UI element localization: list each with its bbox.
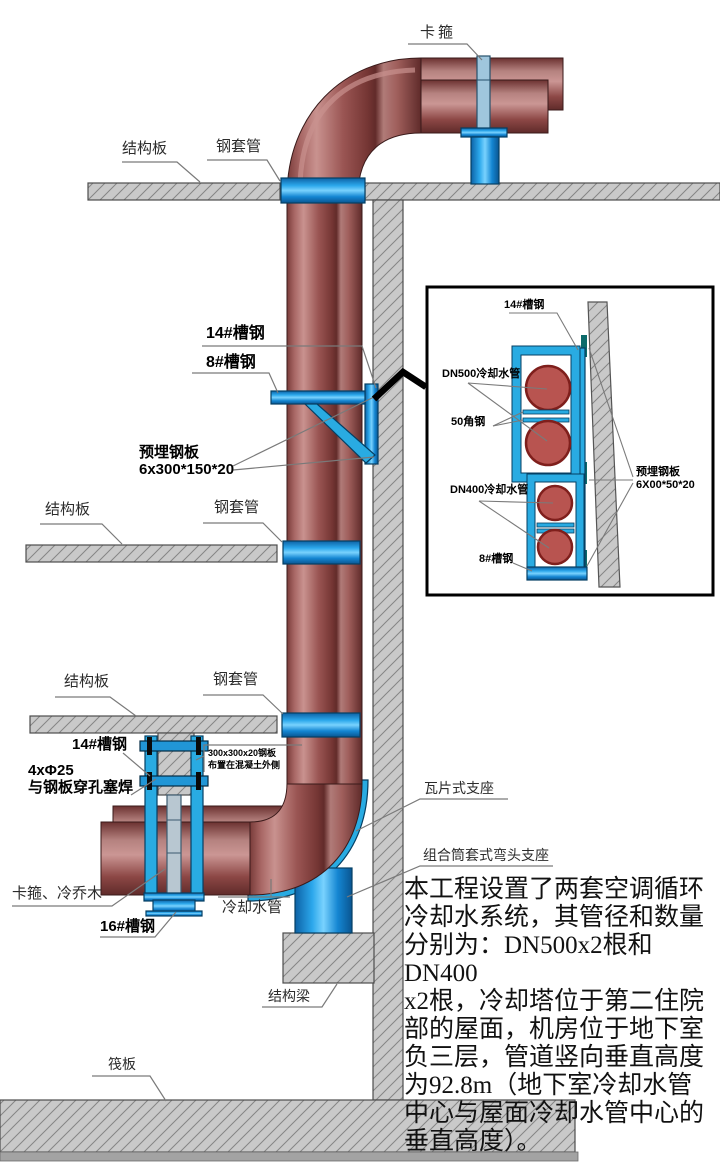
detail-dn500-pipe [524,419,572,467]
label-tile-support: 瓦片式支座 [424,780,494,796]
note-line: 为92.8m（地下室冷却水管 [404,1072,693,1099]
label-sleeve-third: 钢套管 [213,671,259,688]
clamp-bolt [196,737,201,755]
mid-slab [25,544,278,563]
vertical-pipe [286,195,363,785]
label-cooling-pipe: 冷却水管 [222,899,283,916]
raft-slab [0,1099,576,1153]
roof-clamp-pedestal [470,136,500,185]
detail-wall [587,301,621,588]
hanger-channel-left [144,735,158,897]
steel-sleeve-third [281,712,361,738]
label-sleeve-mid: 钢套管 [214,499,260,516]
steel-sleeve-top [280,177,366,204]
detail-label-dn400: DN400冷却水管 [450,484,529,496]
roof-clamp-rod [476,55,491,135]
note-line: 垂直高度）。 [404,1128,542,1155]
roof-clamp-plate [460,127,508,138]
leader-lines [12,43,553,1102]
detail-label-channel14: 14#槽钢 [504,299,545,311]
label-slab-mid: 结构板 [45,501,91,518]
detail-angle-steel [536,522,575,528]
detail-callout-flag [371,367,428,402]
note-line: x2根，冷却塔位于第二住院 [404,988,705,1015]
label-plate-note: 300x300x20钢板 布置在混凝土外侧 [208,748,281,771]
label-beam: 结构梁 [268,988,310,1004]
note-line: 中心与屋面冷却水管中心的 [404,1100,705,1127]
clamp-bolt [196,772,201,790]
label-channel14-mid: 14#槽钢 [206,325,265,342]
third-slab [29,715,278,734]
detail-label-angle50: 50角钢 [451,416,486,428]
note-line: 负三层，管道竖向垂直高度 [404,1044,705,1071]
label-clamp-top: 卡箍 [420,24,457,41]
bracket-diagonal-brace [303,403,376,464]
detail-leader-lines [467,312,634,572]
label-bolt-note: 4xΦ25 与钢板穿孔塞焊 [28,762,134,797]
label-slab-top: 结构板 [122,140,168,157]
clamp-box-bar-bottom [139,775,209,787]
detail-dn400-pipe [536,528,574,566]
detail-embed-plate [581,335,587,357]
bracket-wall-plate [364,383,379,465]
note-text: 本工程设置了两套空调循环 冷却水系统，其管径和数量 分别为：DN500x2根和D… [404,876,720,1156]
wall-column [372,199,404,1101]
hanger-foot-block [152,899,196,913]
label-raft: 筏板 [108,1056,136,1072]
label-sleeve-top: 钢套管 [216,138,262,155]
note-line: 冷却水系统，其管径和数量 [404,904,705,931]
label-channel14-bottom: 14#槽钢 [72,736,128,753]
hanger-rod [166,794,182,895]
detail-label-dn500: DN500冷却水管 [442,368,521,380]
label-slab-third: 结构板 [64,673,110,690]
detail-box [425,285,715,597]
clamp-box-bar-top [139,740,209,752]
note-line: 部的屋面，机房位于地下室 [404,1016,705,1043]
beam-pedestal [282,932,375,984]
detail-label-channel8: 8#槽钢 [479,553,514,565]
top-elbow-highlight [297,67,416,191]
roof-slab-right [364,182,720,201]
bracket-horizontal-bar [270,390,366,405]
label-embed-plate: 预埋钢板 6x300*150*20 [139,444,235,479]
steel-sleeve-mid [282,540,361,565]
bottom-elbow [249,782,363,896]
roof-slab-left [87,182,281,201]
label-elbow-support: 组合筒套式弯头支座 [423,847,549,863]
label-channel16: 16#槽钢 [100,918,156,935]
clamp-bolt [147,772,152,790]
raft-slab-shadow [0,1151,579,1162]
top-elbow [286,57,422,197]
detail-angle-steel [522,409,570,415]
note-line: 本工程设置了两套空调循环 [404,876,705,903]
label-channel8-mid: 8#槽钢 [206,354,256,371]
note-line: 分别为：DN500x2根和DN400 [404,932,653,987]
label-clamp-wood: 卡箍、冷乔木 [12,885,103,902]
detail-label-embed: 预埋钢板 6X00*50*20 [636,466,695,491]
detail-channel8-bottom [526,566,588,581]
clamp-bolt [147,737,152,755]
